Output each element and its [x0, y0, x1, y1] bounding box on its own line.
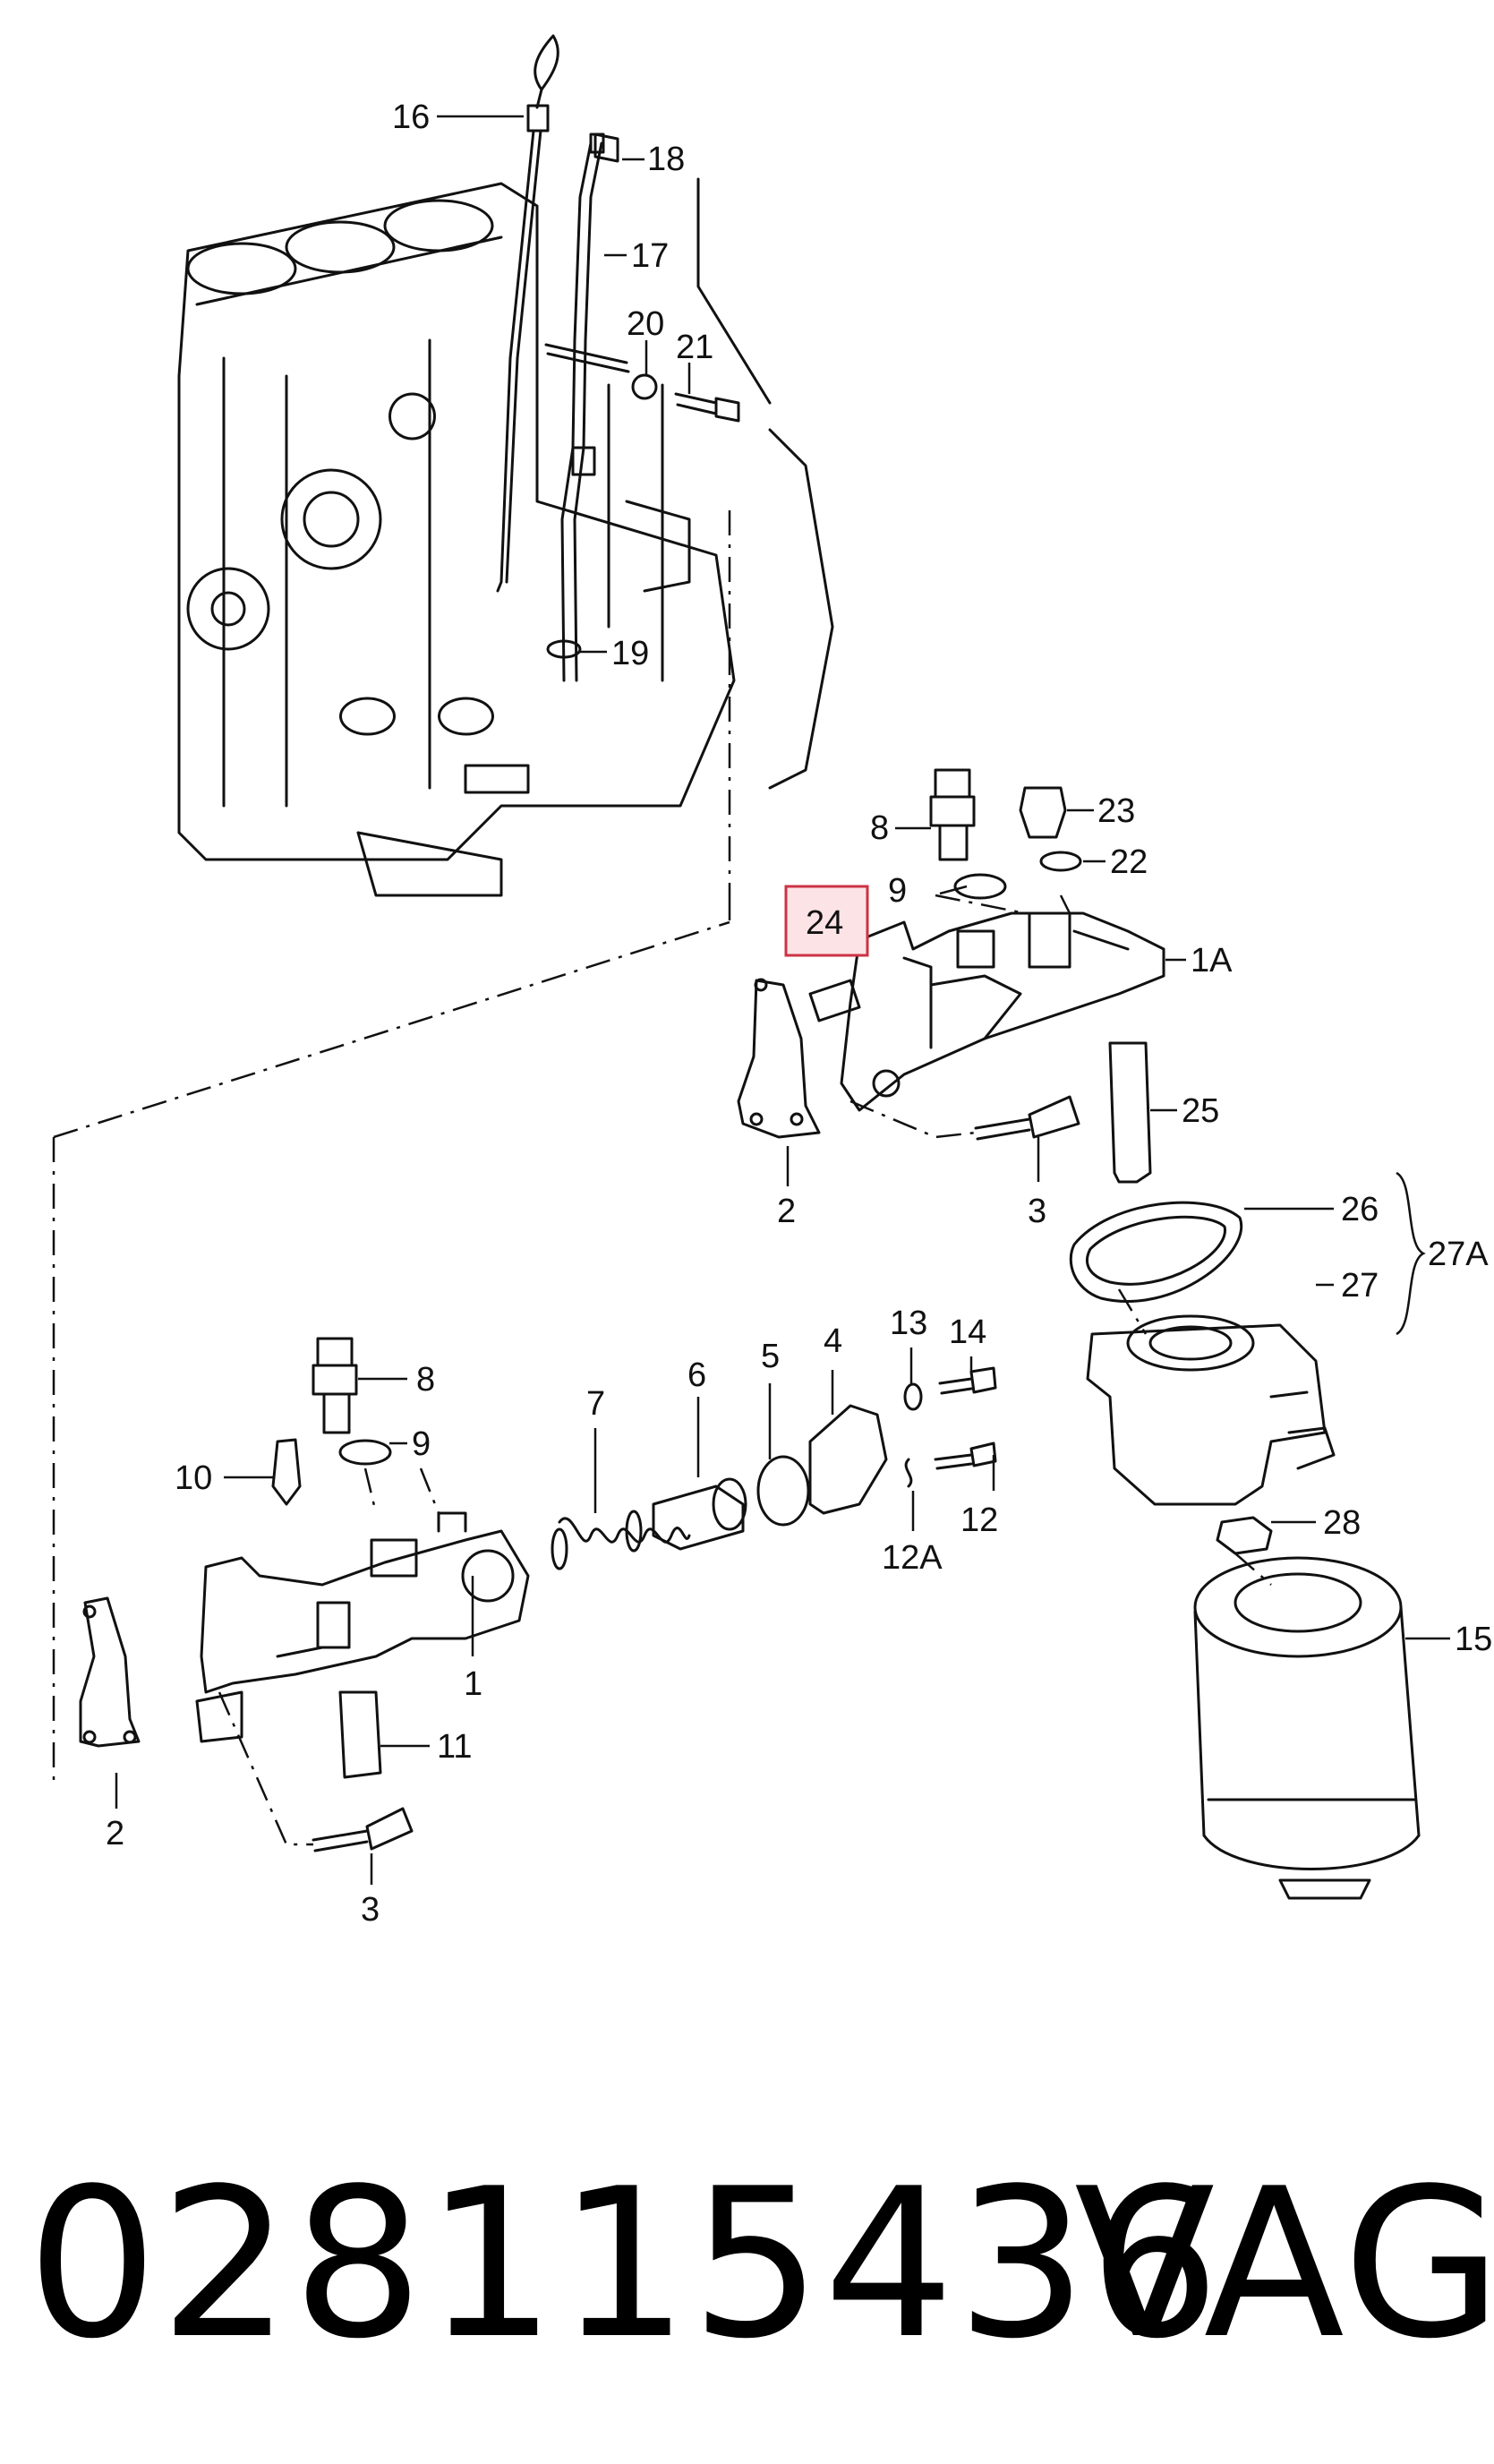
- callout-10: 10: [175, 1459, 212, 1497]
- bolt-part-14: [938, 1366, 997, 1395]
- plug-lower-8: [312, 1337, 358, 1434]
- oil-filter-housing-upper: [840, 911, 1165, 1112]
- bolt-part-21: [674, 392, 740, 423]
- o-ring-part-19: [546, 639, 582, 659]
- callout-18: 18: [647, 141, 685, 178]
- bolt-upper-3: [974, 1095, 1080, 1141]
- engine-block-drawing: [177, 177, 834, 897]
- sensor-part-10: [271, 1438, 302, 1506]
- callout-26: 26: [1341, 1191, 1379, 1228]
- cover-part-4: [808, 1404, 888, 1515]
- clip-part-12A: [904, 1458, 913, 1488]
- callout-7: 7: [586, 1385, 605, 1423]
- oil-dipstick: [496, 34, 559, 593]
- washer-part-22: [1039, 851, 1082, 872]
- connector-sleeve-25: [1108, 1041, 1152, 1184]
- callout-3-lower: 3: [361, 1891, 380, 1929]
- callout-9-upper: 9: [888, 872, 907, 910]
- cap-part-23: [1019, 786, 1067, 839]
- callout-15: 15: [1455, 1621, 1492, 1658]
- piston-part-6: [652, 1477, 747, 1551]
- brand-label: VAG: [1074, 2145, 1494, 2384]
- callout-19: 19: [611, 635, 649, 672]
- plug-upper-8: [929, 768, 976, 861]
- gasket-upper: [737, 979, 821, 1139]
- callout-20: 20: [627, 305, 664, 343]
- callout-1: 1: [464, 1665, 482, 1703]
- spring-part-7: [551, 1510, 691, 1570]
- callout-23: 23: [1097, 792, 1135, 830]
- part-number: 028115436: [27, 2145, 1222, 2384]
- callout-3-upper: 3: [1028, 1193, 1046, 1230]
- callout-17: 17: [631, 237, 669, 275]
- washer-part-20: [631, 373, 658, 400]
- callout-labels: 16 18 17 20 21 19 8 23 9 22 24 1A 2 25 3…: [106, 98, 1492, 1929]
- oil-cooler-27: [1086, 1314, 1336, 1506]
- callout-12A: 12A: [882, 1539, 943, 1577]
- callout-22: 22: [1110, 843, 1148, 881]
- callout-13: 13: [890, 1305, 927, 1342]
- callout-5: 5: [761, 1338, 780, 1375]
- callout-28: 28: [1323, 1504, 1361, 1542]
- callout-2-lower: 2: [106, 1815, 124, 1852]
- oil-filter-15: [1193, 1556, 1421, 1900]
- callout-4: 4: [824, 1322, 842, 1360]
- bolt-lower-3: [312, 1807, 414, 1852]
- seal-ring-26: [1069, 1201, 1243, 1304]
- callout-8-lower: 8: [416, 1361, 435, 1399]
- callout-14: 14: [949, 1313, 986, 1351]
- nut-part-28: [1216, 1516, 1273, 1555]
- callout-2-upper: 2: [777, 1193, 796, 1230]
- callout-27A: 27A: [1428, 1236, 1489, 1273]
- connector-part-11: [338, 1690, 382, 1779]
- callout-1A: 1A: [1191, 942, 1233, 980]
- callout-16: 16: [392, 98, 430, 136]
- washer-part-13: [903, 1382, 923, 1411]
- callout-27: 27: [1341, 1267, 1379, 1305]
- assembly-guide-lines: [52, 510, 1272, 1846]
- callout-6: 6: [687, 1356, 706, 1394]
- callout-25: 25: [1182, 1092, 1219, 1130]
- o-ring-part-5: [756, 1455, 810, 1527]
- valve-part-24: [808, 979, 861, 1022]
- callout-24: 24: [806, 904, 843, 942]
- bolt-part-12: [934, 1442, 997, 1470]
- leader-lines: [115, 115, 1450, 1885]
- callout-11: 11: [437, 1728, 472, 1766]
- washer-lower-9: [338, 1439, 392, 1466]
- callout-9-lower: 9: [412, 1425, 431, 1463]
- cap-part-18: [593, 133, 619, 163]
- callout-12: 12: [960, 1502, 998, 1539]
- washer-upper-9: [953, 873, 1007, 900]
- dipstick-guide-tube: [544, 133, 630, 682]
- highlight-box-24[interactable]: [784, 885, 869, 957]
- gasket-lower: [79, 1596, 141, 1748]
- oil-filter-housing-lower: [195, 1511, 530, 1743]
- callout-8-upper: 8: [870, 809, 889, 847]
- callout-21: 21: [676, 329, 713, 366]
